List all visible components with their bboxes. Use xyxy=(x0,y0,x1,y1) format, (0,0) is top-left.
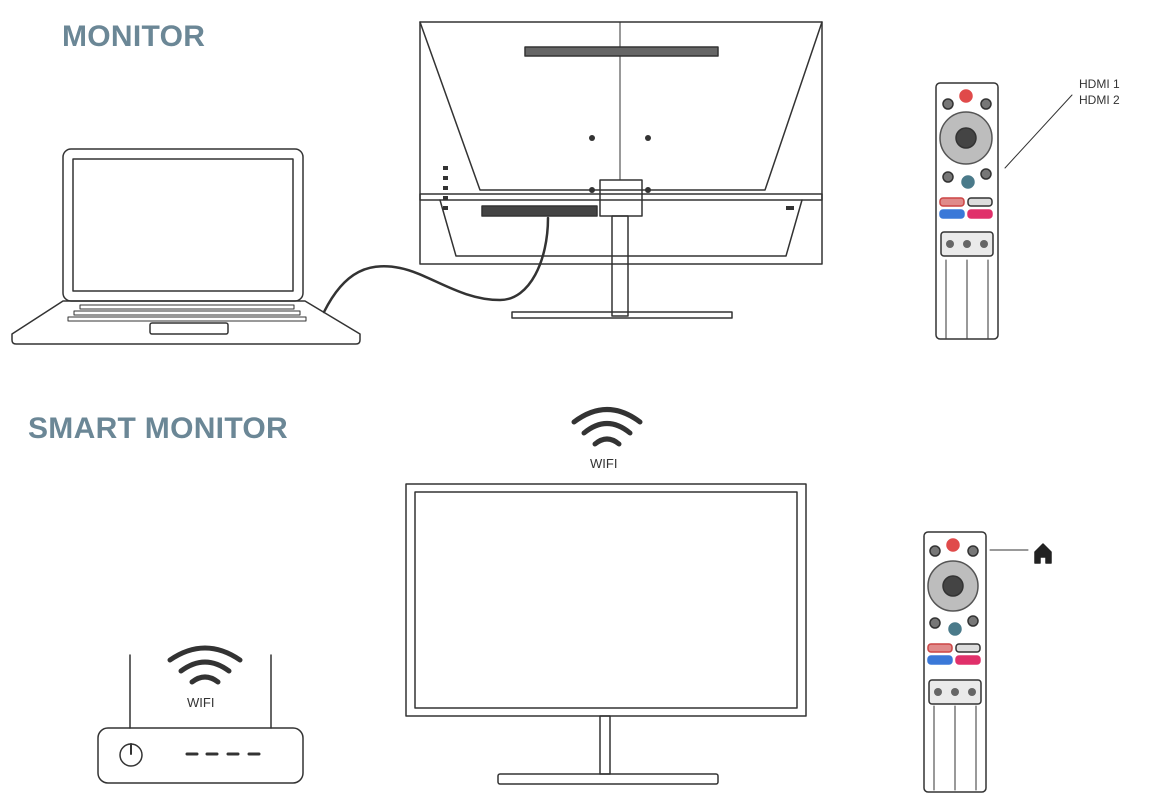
wifi-router-label: WIFI xyxy=(187,695,215,710)
hdmi-cable xyxy=(322,216,550,314)
smart-monitor-icon xyxy=(405,483,807,785)
monitor-section-title: MONITOR xyxy=(62,20,206,53)
wifi-monitor-label: WIFI xyxy=(590,456,618,471)
wifi-icon xyxy=(571,407,643,447)
remote-control-icon xyxy=(935,82,999,340)
hdmi-1-label: HDMI 1 xyxy=(1079,77,1120,91)
home-icon xyxy=(1034,543,1052,564)
smart-monitor-section-title: SMART MONITOR xyxy=(28,412,288,445)
power-icon xyxy=(119,743,143,767)
hdmi-2-label: HDMI 2 xyxy=(1079,93,1120,107)
laptop-icon xyxy=(11,148,361,345)
smart-remote-control-icon xyxy=(923,531,987,793)
monitor-back-icon xyxy=(419,21,823,319)
hdmi-callout-line xyxy=(1004,94,1073,169)
router-wifi-icon xyxy=(167,645,243,685)
router-icon xyxy=(97,654,304,784)
